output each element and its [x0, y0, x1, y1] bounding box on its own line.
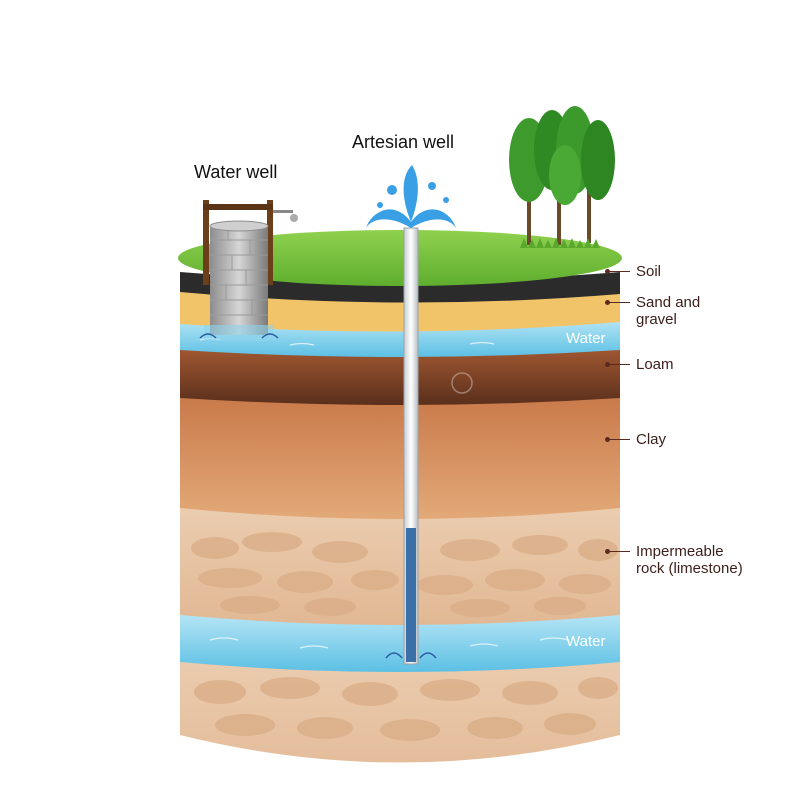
label-water-lower-text: Water: [566, 633, 606, 650]
loam-layer: [180, 345, 620, 405]
trees: [509, 106, 615, 248]
label-rock-text: Impermeable rock (limestone): [636, 543, 743, 577]
fountain-icon: [366, 165, 456, 228]
label-water-upper-text: Water: [566, 330, 606, 347]
label-sand-text: Sand and gravel: [636, 294, 701, 328]
water-well: [199, 200, 298, 341]
water-well-title: Water well: [194, 162, 278, 182]
label-soil-text: Soil: [636, 263, 662, 280]
rock-stones: [191, 532, 618, 741]
water-lower-layer: [180, 612, 620, 672]
artesian-well-title: Artesian well: [352, 132, 455, 152]
clay-layer: [180, 395, 620, 519]
label-loam-text: Loam: [636, 356, 674, 373]
grass-top: [178, 230, 622, 286]
label-clay-text: Clay: [636, 431, 667, 448]
